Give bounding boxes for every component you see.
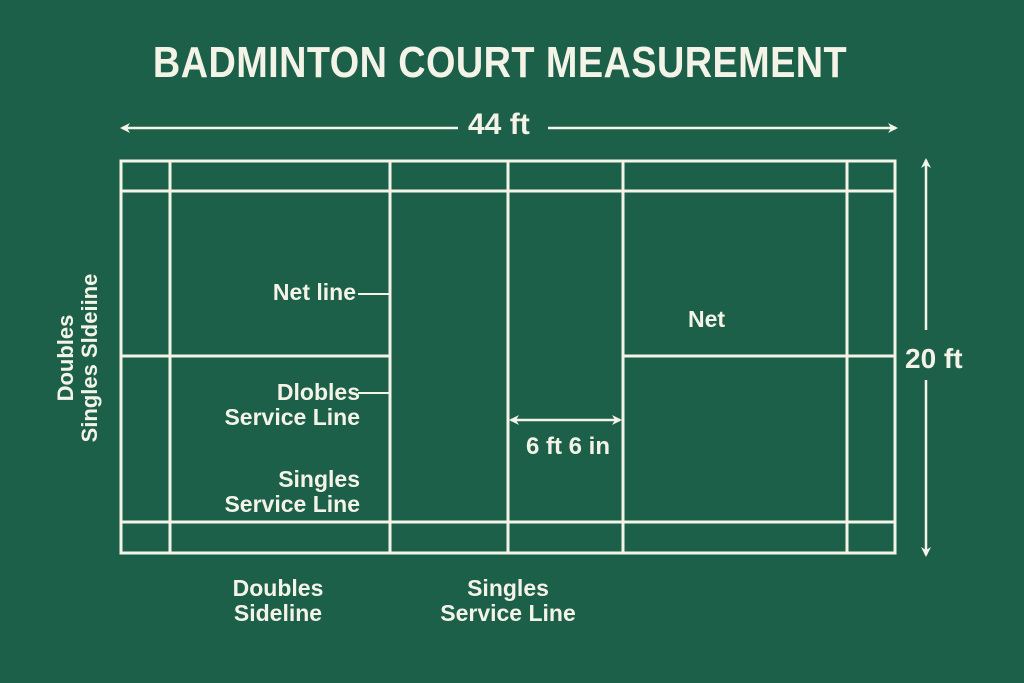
length-label: 44 ft	[462, 108, 536, 141]
doubles-service-line-label-line1: Dlobles	[276, 379, 360, 405]
singles-service-line-label: Singles Service Line	[180, 466, 360, 518]
width-label: 20 ft	[903, 340, 965, 379]
bottom-doubles-sideline-line1: Doubles	[232, 575, 324, 601]
singles-service-line-label-line1: Singles	[278, 466, 360, 492]
doubles-service-line-label-line2: Service Line	[224, 404, 360, 431]
left-side-label: Doubles Singles Sldeiine	[52, 273, 102, 443]
left-side-label-line1: Doubles	[52, 314, 78, 402]
bottom-singles-service-line-label: Singles Service Line	[420, 575, 596, 627]
net-line-label: Net line	[272, 279, 356, 305]
singles-service-line-label-line2: Service Line	[224, 491, 360, 518]
bottom-singles-service-line-line1: Singles	[467, 575, 549, 601]
bottom-doubles-sideline-line2: Sideline	[233, 600, 323, 627]
bottom-doubles-sideline-label: Doubles Sideline	[200, 575, 356, 627]
net-label: Net	[688, 306, 726, 332]
doubles-service-line-label: Dlobles Service Line	[180, 379, 360, 431]
bottom-singles-service-line-line2: Service Line	[440, 600, 576, 627]
callout-leaders	[358, 293, 390, 394]
diagram-title: BADMINTON COURT MEASUREMENT	[152, 38, 848, 87]
court-lines	[119, 159, 897, 555]
left-side-label-line2: Singles Sldeiine	[77, 273, 102, 443]
side-alley-width-label: 6 ft 6 in	[525, 433, 610, 460]
